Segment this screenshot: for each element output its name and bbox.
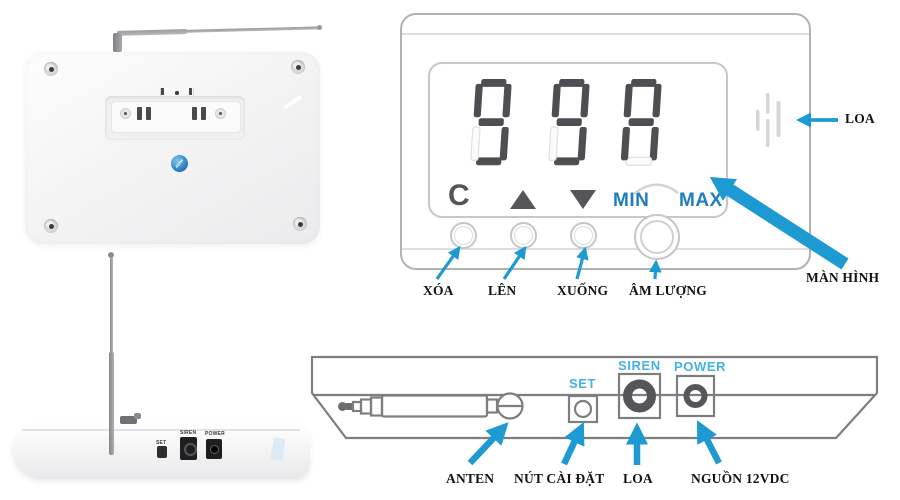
antenna-tip — [108, 252, 114, 258]
plate-slot — [146, 107, 151, 120]
siren-jack — [623, 379, 656, 413]
plate-slot — [201, 107, 206, 120]
arrow-len — [502, 245, 527, 280]
mount-tab-tick — [161, 88, 164, 95]
front-callout-arrows — [435, 112, 838, 280]
rear-set-label: SET — [569, 376, 597, 391]
side-siren-label: SIREN — [180, 430, 197, 436]
antenna-lower-segment — [109, 352, 114, 455]
callout-loa-front: LOA — [845, 111, 875, 126]
side-set-port — [157, 446, 167, 458]
arrow-am-luong — [649, 259, 662, 280]
rear-siren-label: SIREN — [618, 358, 661, 373]
callout-nut-cai-dat: NÚT CÀI ĐẶT — [514, 471, 605, 486]
down-button — [570, 222, 597, 249]
callout-xuong: XUỐNG — [557, 283, 609, 298]
callout-loa-rear: LOA — [623, 471, 653, 486]
clear-button-glyph: C — [448, 179, 470, 212]
callout-man-hinh: MÀN HÌNH — [806, 270, 880, 285]
corner-screw — [44, 62, 58, 76]
arrow-man-hinh — [709, 177, 849, 270]
antenna-tip — [317, 25, 322, 30]
antenna-upper-segment — [110, 257, 113, 355]
callout-am-luong: ÂM LƯỢNG — [629, 283, 707, 298]
plate-slot — [192, 107, 197, 120]
side-power-port — [206, 439, 222, 459]
corner-screw — [291, 60, 305, 74]
corner-screw — [293, 217, 307, 231]
panel-seam-top — [402, 33, 809, 35]
corner-screw — [44, 219, 58, 233]
callout-len: LÊN — [488, 283, 517, 298]
side-set-label: SET — [156, 440, 167, 446]
rear-callout-arrows — [467, 420, 722, 466]
down-arrow-icon — [570, 190, 596, 209]
antenna-base — [113, 33, 122, 52]
siren-port-outline — [617, 372, 662, 420]
rear-body-shape — [310, 355, 879, 440]
volume-arc-icon — [633, 183, 679, 195]
antenna-clip-knob — [134, 413, 141, 419]
arrow-nguon — [696, 420, 722, 465]
seven-segment-display — [470, 79, 662, 166]
mount-tab-dot — [175, 91, 179, 95]
device-back-body — [25, 52, 320, 244]
antenna-clip — [120, 416, 137, 424]
callout-anten: ANTEN — [446, 471, 495, 486]
min-label: MIN — [613, 190, 650, 211]
volume-knob — [634, 214, 680, 260]
set-port-outline — [567, 394, 599, 424]
plate-screw — [120, 108, 131, 119]
rear-panel-outline — [310, 355, 879, 440]
panel-seam-bottom — [402, 248, 809, 250]
plate-slot — [137, 107, 142, 120]
side-power-label: POWER — [205, 431, 225, 437]
arrow-xuong — [575, 246, 589, 280]
arrow-anten — [467, 422, 509, 466]
callout-xoa: XÓA — [423, 283, 454, 298]
speaker-grille-icon — [756, 93, 781, 147]
plate-screw — [215, 108, 226, 119]
device-top-edge — [22, 429, 300, 431]
power-port-outline — [675, 374, 716, 418]
callout-nguon-12vdc: NGUỒN 12VDC — [691, 471, 790, 486]
side-siren-port — [180, 437, 197, 460]
antenna-knob — [338, 402, 347, 411]
arrow-xoa — [435, 245, 461, 280]
clear-button — [450, 222, 477, 249]
up-arrow-icon — [510, 190, 536, 209]
max-label: MAX — [679, 190, 723, 211]
power-jack — [683, 384, 708, 408]
frequency-sticker: 433M — [171, 155, 188, 172]
antenna-stem — [346, 403, 353, 410]
set-port-hole — [573, 399, 593, 419]
rear-power-label: POWER — [674, 359, 727, 374]
mount-tab-tick — [189, 88, 192, 95]
arrow-nut-cai-dat — [561, 422, 585, 466]
